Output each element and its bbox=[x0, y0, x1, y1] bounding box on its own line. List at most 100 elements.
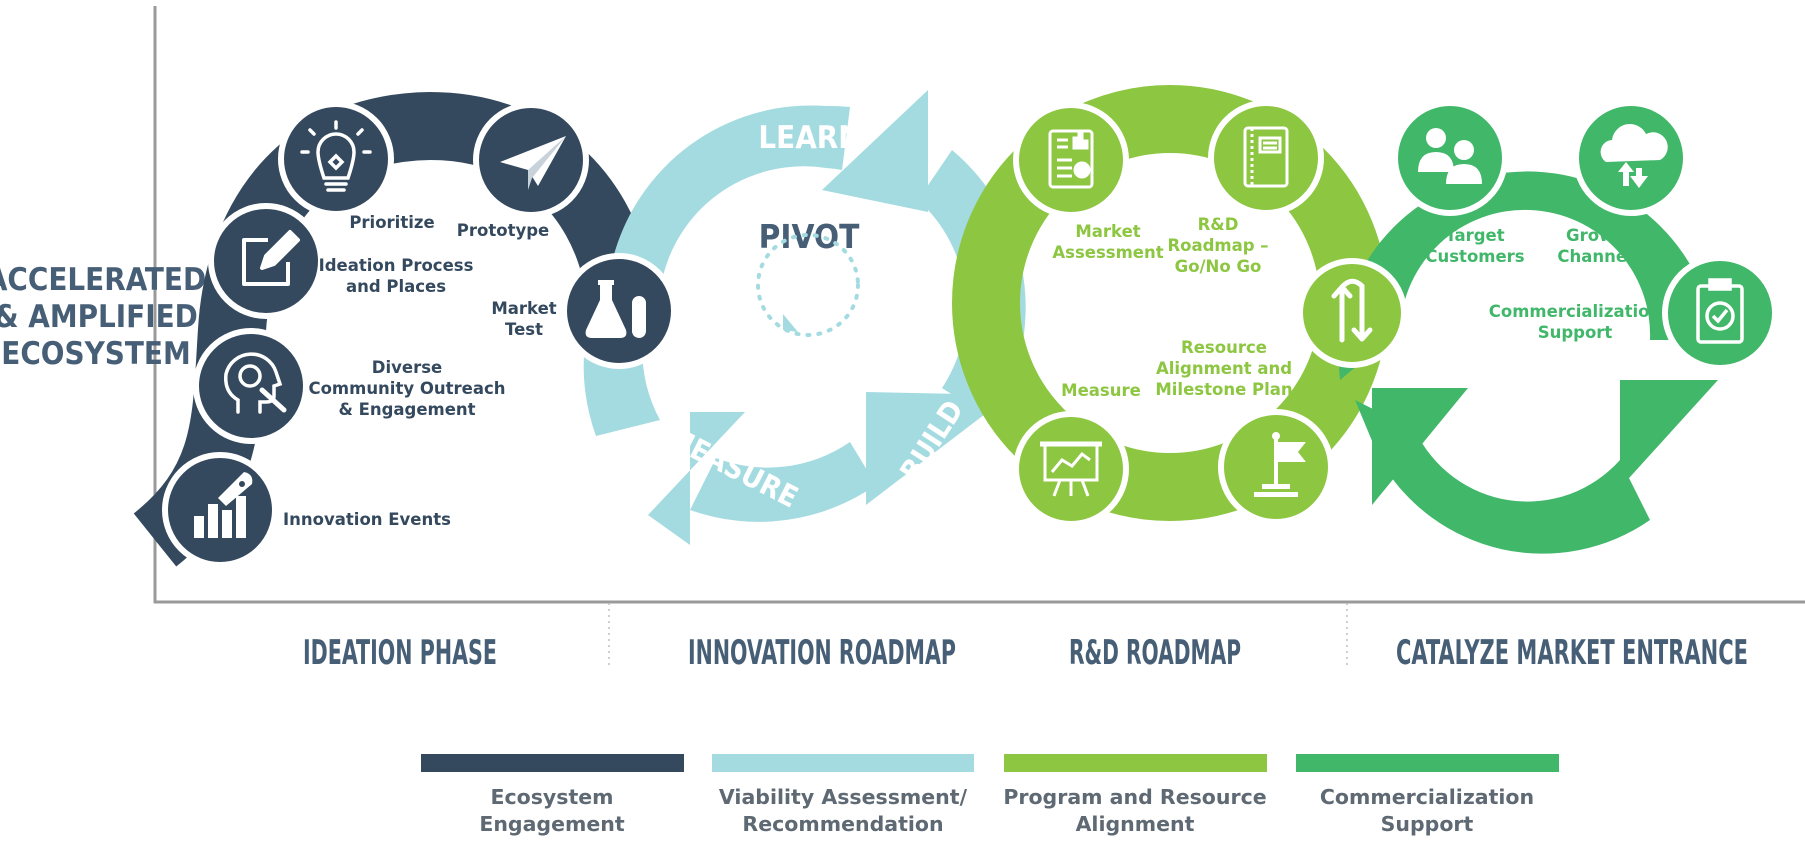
legend-label-ecosystem: Ecosystem Engagement bbox=[402, 784, 702, 838]
rocket-chart-icon bbox=[194, 472, 253, 538]
prototype-label: Prototype bbox=[457, 221, 549, 240]
learn-label: LEARN bbox=[758, 120, 861, 156]
growth-channels-node bbox=[1573, 100, 1689, 216]
legend-label-commercialization-line1: Commercialization bbox=[1319, 785, 1535, 809]
side-title-line2: & AMPLIFIED bbox=[0, 299, 198, 335]
learn-arrowhead bbox=[822, 90, 928, 212]
phase-title-rd: R&D ROADMAP bbox=[1069, 633, 1241, 673]
ideation-process-node bbox=[208, 203, 324, 319]
market-assessment-label-1: Market bbox=[1075, 222, 1140, 241]
phase-dividers bbox=[608, 603, 1348, 665]
diverse-label-2: Community Outreach bbox=[308, 379, 505, 398]
growth-channels-label-1: Growth bbox=[1566, 226, 1634, 245]
legend-label-program-line2: Alignment bbox=[1075, 812, 1195, 836]
rd-nodes bbox=[1013, 100, 1334, 527]
head-gear-icon bbox=[224, 352, 287, 414]
legend-swatch-viability bbox=[712, 754, 974, 772]
rd-labels: Market Assessment R&D Roadmap – Go/No Go… bbox=[1052, 215, 1292, 400]
resource-label-3: Milestone Plan bbox=[1155, 380, 1292, 399]
side-title-line3: ECOSYSTEM bbox=[1, 336, 190, 372]
legend-label-viability: Viability Assessment/ Recommendation bbox=[693, 784, 993, 838]
commercial-arrowhead-right bbox=[1620, 380, 1718, 488]
rd-roadmap-label-2: Roadmap – bbox=[1167, 236, 1268, 255]
growth-channels-label-2: Channels bbox=[1557, 247, 1642, 266]
commercial-nodes bbox=[1392, 100, 1778, 371]
innovation-events-node bbox=[162, 452, 278, 568]
market-assessment-node bbox=[1013, 102, 1129, 218]
pivot-circle bbox=[756, 233, 860, 337]
legend-label-ecosystem-line1: Ecosystem bbox=[490, 785, 614, 809]
resource-label-2: Alignment and bbox=[1156, 359, 1292, 378]
cloud-arrows-icon bbox=[1600, 124, 1668, 188]
paper-plane-icon bbox=[500, 136, 566, 190]
legend-label-commercialization-line2: Support bbox=[1380, 812, 1474, 836]
diverse-outreach-node bbox=[193, 328, 309, 444]
commercial-ring bbox=[1338, 171, 1715, 380]
measure-arrow bbox=[690, 442, 876, 522]
side-title-line1: ACCELERATED bbox=[0, 262, 206, 298]
legend-swatch-commercialization bbox=[1296, 754, 1559, 772]
build-arrowhead bbox=[866, 392, 1010, 505]
side-title: ACCELERATED & AMPLIFIED ECOSYSTEM bbox=[0, 262, 206, 372]
market-test-node bbox=[561, 253, 677, 369]
resource-label-1: Resource bbox=[1181, 338, 1267, 357]
measure-arrowhead bbox=[648, 412, 745, 545]
legend-label-commercialization: Commercialization Support bbox=[1277, 784, 1577, 838]
phase-title-ideation: IDEATION PHASE bbox=[303, 633, 497, 673]
measure-node bbox=[1013, 411, 1129, 527]
phase-title-innovation: INNOVATION ROADMAP bbox=[688, 633, 956, 673]
legend-label-viability-line2: Recommendation bbox=[742, 812, 944, 836]
prototype-node bbox=[473, 102, 589, 218]
target-customers-label-1: Target bbox=[1445, 226, 1504, 245]
measure-label-rd: Measure bbox=[1061, 381, 1141, 400]
market-assessment-label-2: Assessment bbox=[1052, 243, 1163, 262]
commercial-bottom-arc bbox=[1355, 400, 1650, 554]
target-customers-node bbox=[1392, 100, 1508, 216]
rd-roadmap-label-3: Go/No Go bbox=[1175, 257, 1262, 276]
target-customers-label-2: Customers bbox=[1425, 247, 1524, 266]
legend-swatch-program bbox=[1004, 754, 1267, 772]
ideation-nodes bbox=[162, 101, 677, 568]
people-icon bbox=[1418, 128, 1482, 184]
legend bbox=[421, 754, 1559, 772]
diverse-label-3: & Engagement bbox=[338, 400, 475, 419]
rd-roadmap-node bbox=[1208, 100, 1324, 216]
notebook-icon bbox=[1243, 126, 1289, 188]
lightbulb-icon bbox=[300, 120, 372, 192]
commercial-labels: Target Customers Growth Channels Commerc… bbox=[1425, 226, 1661, 342]
commercialization-label-1: Commercialization bbox=[1489, 302, 1661, 321]
legend-label-ecosystem-line2: Engagement bbox=[479, 812, 625, 836]
market-test-label-2: Test bbox=[505, 320, 543, 339]
commercialization-support-node bbox=[1662, 255, 1778, 371]
presentation-board-icon bbox=[1040, 441, 1102, 497]
swap-node-circle bbox=[1297, 258, 1407, 368]
swap-node bbox=[1297, 258, 1407, 368]
clipboard-check-icon bbox=[1696, 278, 1744, 344]
report-icon bbox=[1048, 129, 1094, 189]
prioritize-node bbox=[278, 101, 394, 217]
legend-swatch-ecosystem bbox=[421, 754, 684, 772]
commercial-cycle bbox=[1338, 171, 1718, 554]
pivot-arrowhead-icon bbox=[783, 314, 798, 332]
ideation-labels: Prioritize Prototype Ideation Process an… bbox=[283, 213, 557, 529]
diverse-label-1: Diverse bbox=[372, 358, 442, 377]
ideation-process-label-2: and Places bbox=[346, 277, 446, 296]
phase-title-catalyze: CATALYZE MARKET ENTRANCE bbox=[1396, 633, 1748, 673]
learn-arrow bbox=[612, 105, 826, 276]
ideation-process-label-1: Ideation Process bbox=[319, 256, 474, 275]
flag-icon bbox=[1254, 432, 1306, 497]
commercialization-label-2: Support bbox=[1538, 323, 1613, 342]
legend-label-program-line1: Program and Resource bbox=[1003, 785, 1267, 809]
market-test-label-1: Market bbox=[491, 299, 556, 318]
rd-roadmap-label-1: R&D bbox=[1198, 215, 1239, 234]
flask-icon bbox=[585, 280, 646, 338]
pivot-dotted-circle bbox=[756, 233, 860, 337]
legend-label-program: Program and Resource Alignment bbox=[985, 784, 1285, 838]
phase-titles: IDEATION PHASE INNOVATION ROADMAP R&D RO… bbox=[303, 633, 1748, 673]
edit-icon bbox=[242, 230, 300, 286]
swap-arrows-icon bbox=[1331, 278, 1373, 343]
resource-alignment-node bbox=[1218, 409, 1334, 525]
legend-label-viability-line1: Viability Assessment/ bbox=[718, 785, 968, 809]
learn-arc-upper bbox=[826, 105, 850, 170]
